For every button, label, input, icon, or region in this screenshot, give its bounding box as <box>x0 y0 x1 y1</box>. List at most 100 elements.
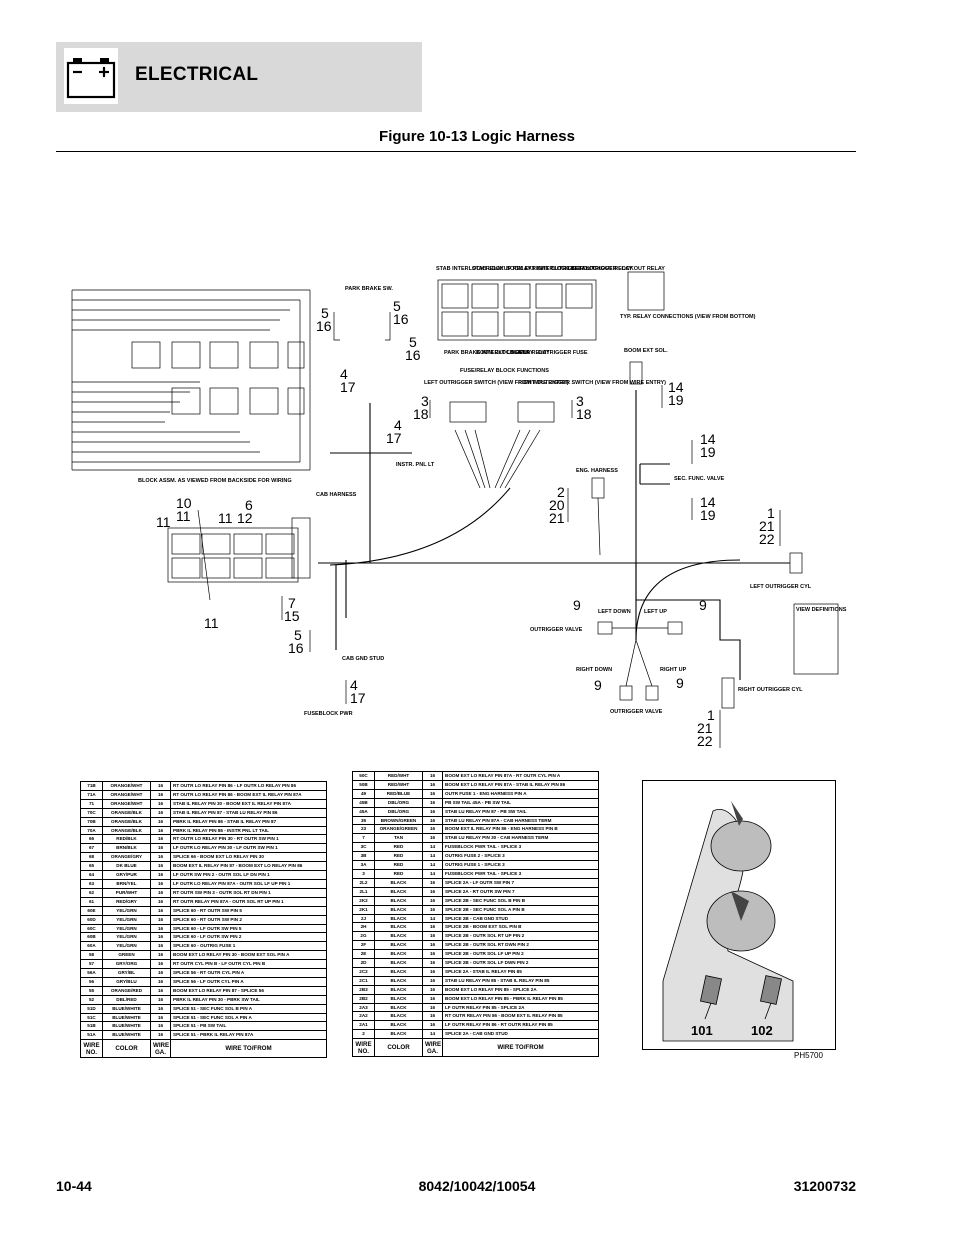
wire-no-cell: 70A <box>80 825 103 836</box>
to-from-cell: RT OUTR LO RELAY PIN 86 - BOOM EXT IL RE… <box>170 789 327 800</box>
svg-text:21: 21 <box>697 720 713 736</box>
svg-text:PARK BRAKE INTERLOCK RELAY: PARK BRAKE INTERLOCK RELAY <box>444 350 534 356</box>
figure-title: Figure 10-13 Logic Harness <box>379 128 575 145</box>
color-cell: BLACK <box>374 1002 423 1013</box>
wire-no-cell: 71A <box>80 789 103 800</box>
gauge-cell: 16 <box>422 877 443 888</box>
wire-no-cell: 2F <box>352 940 375 951</box>
svg-text:11: 11 <box>156 514 171 530</box>
gauge-cell: 16 <box>422 931 443 942</box>
svg-text:LEFT DOWN: LEFT DOWN <box>598 609 631 615</box>
to-from-cell: SPLICE 51 - PB SW TAIL <box>170 1021 327 1032</box>
to-from-cell: LF OUTR LO RELAY PIN 87A - OUTR SOL LF U… <box>170 878 327 889</box>
color-cell: BLACK <box>374 993 423 1004</box>
color-cell: BLACK <box>374 966 423 977</box>
color-cell: BLACK <box>374 877 423 888</box>
color-cell: BLACK <box>374 931 423 942</box>
svg-text:21: 21 <box>759 518 775 534</box>
svg-text:INSTR. PNL LT: INSTR. PNL LT <box>396 462 435 468</box>
color-cell: BLACK <box>374 913 423 924</box>
callout-numbers: 5 16 5 16 5 16 4 17 14 19 3 18 3 18 4 17… <box>156 298 775 749</box>
color-cell: GRY/BL <box>102 968 151 978</box>
wire-no-cell: 7 <box>352 833 375 844</box>
gauge-cell: 14 <box>422 1029 443 1040</box>
svg-text:4: 4 <box>394 417 402 433</box>
wire-no-cell: 51B <box>80 1021 103 1032</box>
harness-trunk <box>318 390 790 680</box>
svg-text:19: 19 <box>700 444 716 460</box>
gauge-cell: 16 <box>150 1021 171 1032</box>
to-from-cell: BOOM EXT LO RELAY PIN 85 - SPLICE 2A <box>442 984 599 995</box>
to-from-cell: SPLICE 2A - RT OUTR SW PIN 7 <box>442 886 599 897</box>
gauge-cell: 14 <box>422 860 443 870</box>
color-cell: ORANGE/GREEN <box>374 824 423 835</box>
color-cell: ORANGE/WHT <box>102 781 151 791</box>
svg-text:6: 6 <box>245 497 253 513</box>
wire-no-cell: 50C <box>352 771 375 781</box>
battery-icon <box>64 48 118 104</box>
to-from-cell: SPLICE 2B - SEC FUNC SOL A PIN B <box>442 904 599 915</box>
svg-text:21: 21 <box>549 510 565 526</box>
to-from-cell: BOOM EXT IL RELAY PIN 86 - ENG HARNESS P… <box>442 824 599 835</box>
gauge-cell: 16 <box>422 833 443 844</box>
svg-text:BLANK: BLANK <box>510 350 529 356</box>
gauge-cell: 16 <box>422 922 443 933</box>
to-from-cell: SPLICE 66 - BOOM EXT LO RELAY PIN 30 <box>170 852 327 863</box>
header-color: COLOR <box>102 1039 151 1059</box>
svg-text:19: 19 <box>668 392 684 408</box>
wire-no-cell: 49 <box>352 788 375 799</box>
color-cell: YEL/GRN <box>102 905 151 916</box>
wire-no-cell: 2H <box>352 922 375 933</box>
gauge-cell: 16 <box>150 959 171 970</box>
svg-text:CAB GND STUD: CAB GND STUD <box>342 656 384 662</box>
to-from-cell: RT OUTR SW PIN 3 - OUTR SOL RT DN PIN 1 <box>170 887 327 898</box>
to-from-cell: LF OUTR LO RELAY PIN 30 - LF OUTR SW PIN… <box>170 843 327 854</box>
gauge-cell: 16 <box>150 843 171 854</box>
wire-no-cell: 56A <box>80 968 103 978</box>
svg-text:2: 2 <box>557 484 565 500</box>
wire-no-cell: 2K2 <box>352 895 375 906</box>
svg-text:10: 10 <box>176 495 192 511</box>
wire-no-cell: 2B2 <box>352 993 375 1004</box>
color-cell: BLACK <box>374 949 423 960</box>
svg-text:16: 16 <box>393 311 409 327</box>
to-from-cell: SPLICE 56 - LF OUTR CYL PIN A <box>170 976 327 987</box>
gauge-cell: 16 <box>422 788 443 799</box>
to-from-cell: SPLICE 2A - CAB GND STUD <box>442 1029 599 1040</box>
gauge-cell: 16 <box>150 950 171 961</box>
document-number: 31200732 <box>793 1178 856 1194</box>
wire-no-cell: 63 <box>80 878 103 889</box>
to-from-cell: RT OUTR LO RELAY PIN 86 - LF OUTR LO REL… <box>170 781 327 791</box>
color-cell: RED/WHT <box>374 771 423 781</box>
svg-text:5: 5 <box>409 334 417 350</box>
to-from-cell: RT OUTR CYL PIN B - LF OUTR CYL PIN B <box>170 959 327 970</box>
svg-text:9: 9 <box>573 597 581 613</box>
to-from-cell: STAB LU RELAY PIN 87A - CAB HARNESS TERM <box>442 815 599 826</box>
switch-102-icon <box>759 975 783 1005</box>
gauge-cell: 16 <box>422 940 443 951</box>
header-wire-ga: WIRE GA. <box>150 1039 171 1059</box>
wire-no-cell: 2A3 <box>352 1002 375 1013</box>
gauge-cell: 14 <box>422 913 443 924</box>
color-cell: BRN/YEL <box>102 878 151 889</box>
gauge-cell: 16 <box>422 958 443 968</box>
